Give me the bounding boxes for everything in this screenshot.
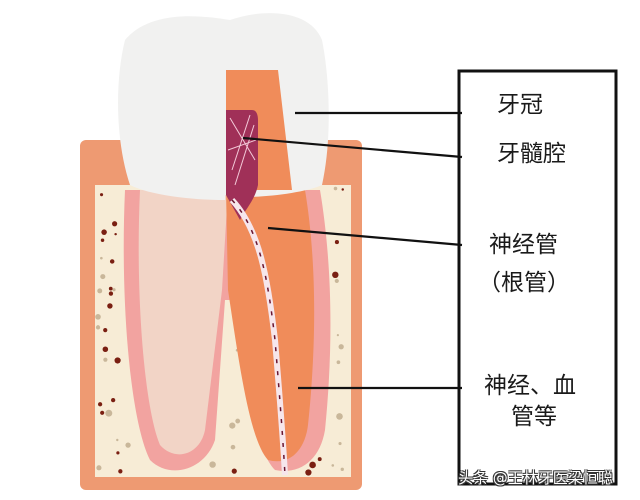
- bone-pore: [333, 186, 338, 191]
- bone-pore: [340, 467, 344, 471]
- bone-pore: [103, 357, 108, 362]
- bone-pore: [336, 360, 341, 365]
- bone-pore: [100, 274, 106, 280]
- bone-pore: [118, 469, 123, 474]
- bone-pore: [114, 357, 121, 364]
- label-nerves-vessels-2: 管等: [511, 404, 557, 430]
- bone-pore: [235, 418, 241, 424]
- watermark: 头条 @王林牙医梁恒聪: [458, 469, 613, 487]
- bone-pore: [100, 256, 103, 260]
- bone-pore: [97, 288, 103, 294]
- bone-pore: [334, 240, 339, 245]
- label-nerve-canal: 神经管: [489, 232, 558, 258]
- label-pulp-chamber: 牙髓腔: [497, 141, 566, 167]
- bone-pore: [99, 193, 104, 197]
- bone-pore: [114, 232, 117, 236]
- bone-pore: [112, 221, 118, 227]
- bone-pore: [229, 422, 236, 429]
- bone-pore: [112, 288, 116, 292]
- bone-pore: [95, 314, 101, 320]
- leader-lines: [242, 111, 463, 390]
- bone-pore: [111, 397, 116, 403]
- bone-pore: [331, 464, 335, 467]
- bone-pore: [338, 441, 342, 446]
- bone-pore: [97, 402, 103, 407]
- bone-pore: [108, 291, 114, 296]
- leader-canal: [267, 226, 463, 247]
- bone-pore: [231, 468, 237, 474]
- bone-pore: [336, 413, 343, 420]
- label-nerves-vessels: 神经、血: [484, 373, 576, 399]
- bone-dots: [95, 186, 344, 476]
- label-crown: 牙冠: [497, 92, 543, 118]
- bone-pore: [334, 278, 339, 284]
- bone-pore: [341, 188, 344, 191]
- tooth-crown: [118, 13, 329, 201]
- bone-pore: [105, 409, 113, 417]
- canal-nerve: [231, 199, 286, 476]
- bone-pore: [100, 410, 105, 415]
- bone-pore: [305, 469, 312, 476]
- bone-pore: [116, 451, 120, 455]
- bone-pore: [103, 328, 108, 333]
- bone-pore: [230, 444, 236, 450]
- left-root: [138, 190, 228, 455]
- bone-pore: [116, 438, 119, 442]
- leader-pulp: [242, 136, 463, 159]
- bone-pore: [109, 259, 115, 264]
- pulp-fibers: [227, 114, 257, 186]
- bone-pore: [209, 461, 216, 468]
- bone-pore: [125, 442, 131, 448]
- bone-pore: [309, 461, 316, 469]
- bone-pore: [332, 271, 339, 279]
- right-root-dentin: [226, 190, 315, 462]
- bone-pore: [96, 465, 102, 471]
- bone-pore: [336, 334, 339, 337]
- bone-pore: [102, 346, 109, 352]
- bone-pore: [317, 457, 322, 462]
- bone-pore: [101, 229, 107, 235]
- bone-pore: [95, 325, 101, 330]
- label-root-canal: （根管）: [478, 270, 570, 296]
- bone-pore: [100, 238, 105, 242]
- bone-pore: [338, 344, 344, 350]
- bone-pore: [108, 286, 113, 291]
- label-box: [457, 69, 618, 486]
- bone-pore: [107, 303, 113, 309]
